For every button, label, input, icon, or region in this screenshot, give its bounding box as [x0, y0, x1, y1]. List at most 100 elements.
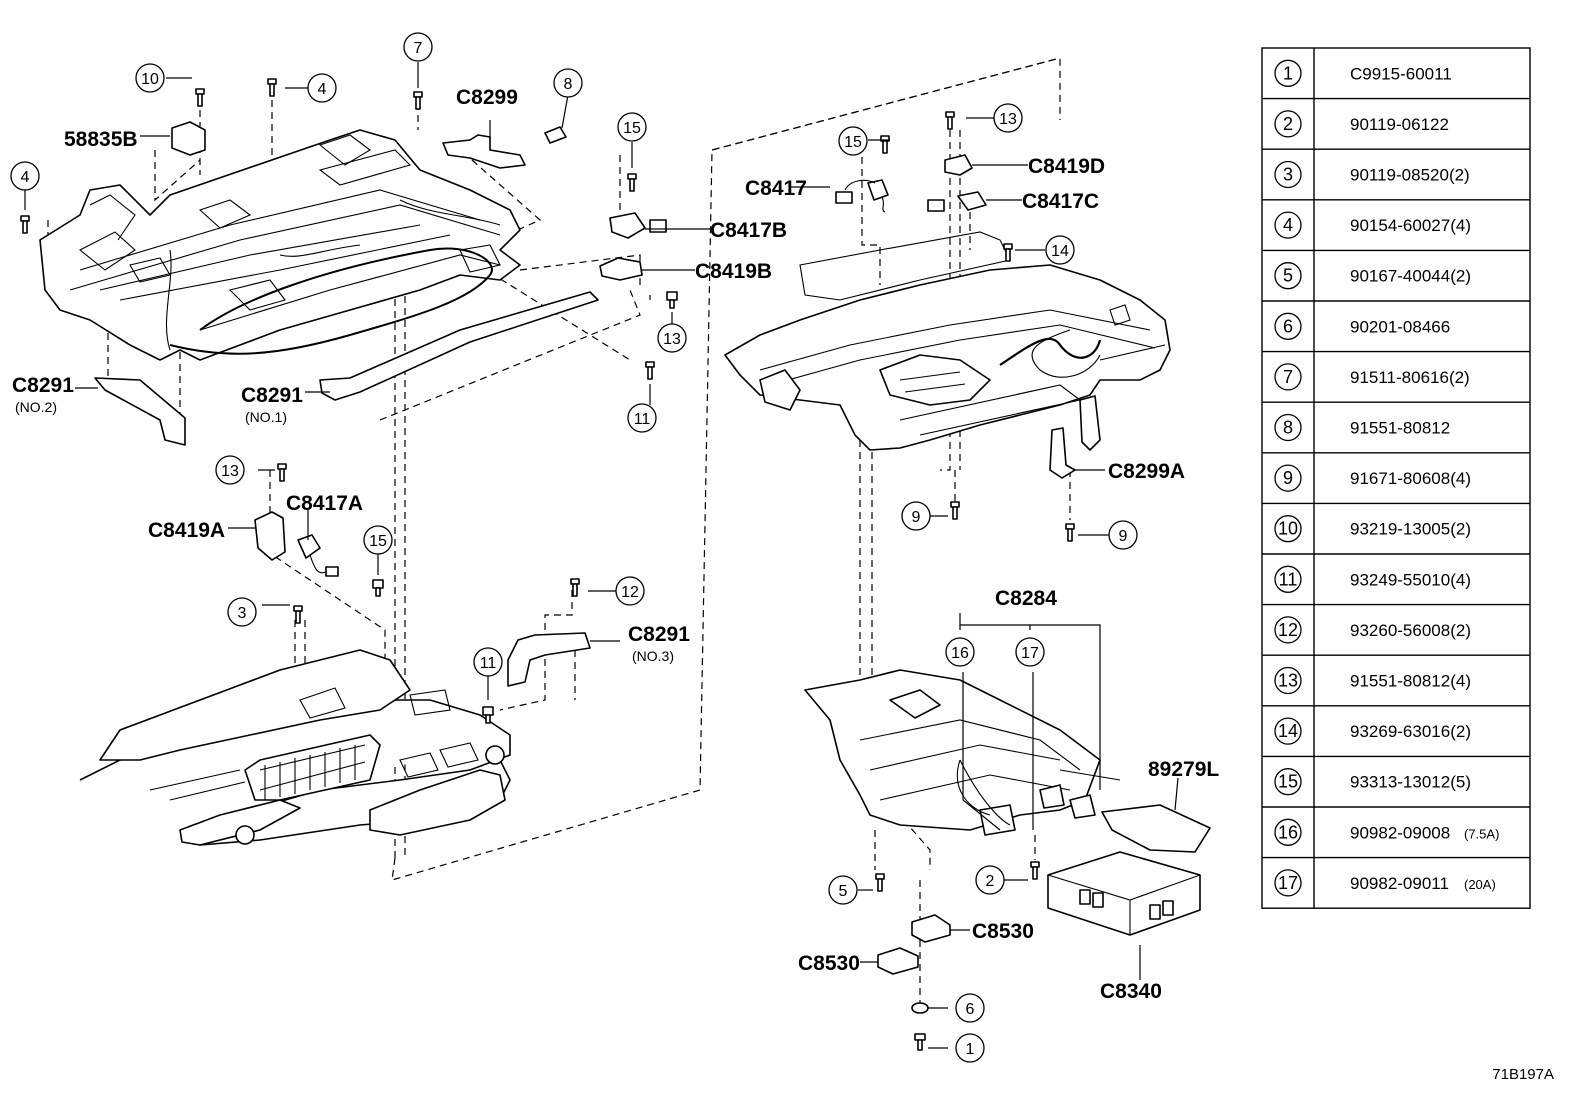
callout-c8417: C8417: [745, 177, 807, 200]
table-part-number: 90119-08520(2): [1350, 166, 1470, 185]
svg-text:4: 4: [318, 81, 327, 98]
right-lower-track: [804, 669, 1121, 836]
table-ref-number: 11: [1279, 569, 1298, 589]
bracket-c8419d: [944, 154, 973, 176]
callout-c8291-no2: C8291: [12, 374, 74, 397]
table-part-number: 91511-80616(2): [1350, 368, 1470, 387]
parts-table-row: 11 93249-55010(4): [1274, 565, 1471, 593]
svg-text:15: 15: [844, 134, 862, 151]
table-part-number: 93313-13012(5): [1350, 773, 1471, 792]
svg-text:14: 14: [1051, 243, 1069, 260]
ref-marker-4b: 4: [10, 161, 40, 191]
parts-table-border: [1261, 47, 1531, 909]
svg-text:13: 13: [221, 463, 239, 480]
table-ref-number: 15: [1278, 772, 1298, 792]
figure-code: 71B197A: [1492, 1066, 1554, 1083]
table-part-number: 91671-80608(4): [1350, 469, 1471, 488]
svg-text:7: 7: [414, 40, 423, 57]
callout-c8291-no2-sub: (NO.2): [15, 399, 57, 415]
ref-marker-16: 16: [945, 637, 975, 667]
callout-c8419b: C8419B: [695, 260, 772, 283]
ref-marker-13a: 13: [657, 323, 687, 353]
table-part-number: 90201-08466: [1350, 317, 1450, 336]
table-part-number: 90982-09008: [1350, 823, 1450, 842]
svg-text:15: 15: [623, 120, 641, 137]
ref-marker-13c: 13: [215, 455, 245, 485]
callout-c8340: C8340: [1100, 980, 1162, 1003]
connector-c8417-plug: [835, 191, 853, 204]
table-ref-circle: [1274, 59, 1302, 87]
table-ref-number: 10: [1278, 519, 1298, 539]
callout-c8530-upper: C8530: [972, 920, 1034, 943]
svg-text:5: 5: [839, 883, 848, 900]
callout-c8299a: C8299A: [1108, 460, 1185, 483]
callout-c8291-no1-sub: (NO.1): [245, 409, 287, 425]
svg-text:9: 9: [1119, 528, 1128, 545]
table-ref-number: 13: [1278, 671, 1298, 691]
svg-text:10: 10: [141, 71, 159, 88]
svg-text:4: 4: [21, 169, 30, 186]
table-ref-circle: [1274, 565, 1302, 593]
callout-58835b: 58835B: [64, 128, 138, 151]
callout-c8419d: C8419D: [1028, 155, 1105, 178]
parts-table-row: 13 91551-80812(4): [1274, 666, 1471, 695]
table-part-number: 93260-56008(2): [1350, 621, 1471, 640]
bracket-c8291-no3: [507, 632, 591, 687]
ecu-c8340: [1047, 851, 1201, 936]
table-fuse-rating: (20A): [1464, 877, 1496, 892]
callout-c8299: C8299: [456, 86, 518, 109]
callout-c8291-no3-sub: (NO.3): [632, 648, 674, 664]
clip-58835b: [171, 121, 206, 156]
table-part-number: 93249-55010(4): [1350, 570, 1471, 589]
ref-marker-9b: 9: [1108, 520, 1138, 550]
svg-text:9: 9: [912, 509, 921, 526]
connector-c8417: [867, 179, 889, 201]
callout-89279l: 89279L: [1148, 758, 1219, 781]
ref-marker-1: 1: [955, 1033, 985, 1063]
table-part-number: 91551-80812(4): [1350, 672, 1471, 691]
callout-c8417a: C8417A: [286, 492, 363, 515]
callout-c8419a: C8419A: [148, 519, 225, 542]
ref-marker-3: 3: [227, 597, 257, 627]
connector-c8417b: [609, 212, 646, 239]
ref-marker-10: 10: [135, 63, 165, 93]
svg-text:11: 11: [480, 655, 497, 672]
connector-c8417c: [957, 191, 987, 211]
ref-marker-13b: 13: [993, 103, 1023, 133]
ref-marker-15b: 15: [838, 126, 868, 156]
svg-text:3: 3: [238, 605, 247, 622]
leader-lines: [24, 62, 1179, 1049]
connector-c8417a: [297, 534, 321, 559]
ref-marker-15c: 15: [363, 525, 393, 555]
table-part-number: 91551-80812: [1350, 419, 1450, 438]
table-ref-circle: [1274, 110, 1302, 138]
ref-marker-17: 17: [1015, 637, 1045, 667]
right-seat-frame: [724, 231, 1171, 451]
callout-c8284: C8284: [995, 587, 1057, 610]
callout-c8417c: C8417C: [1022, 190, 1099, 213]
table-ref-circle: [1274, 717, 1302, 745]
table-ref-circle: [1274, 666, 1302, 695]
parts-table-row: 3 90119-08520(2): [1274, 160, 1470, 189]
table-ref-number: 3: [1283, 165, 1293, 185]
table-ref-number: 17: [1278, 873, 1298, 893]
bracket-c8419a: [254, 511, 286, 561]
callout-c8291-no1: C8291: [241, 384, 303, 407]
table-part-number: 93219-13005(2): [1350, 520, 1471, 539]
table-ref-circle: [1274, 312, 1302, 340]
connector-c8417b-plug: [649, 219, 667, 233]
table-part-number: 90154-60027(4): [1350, 216, 1471, 235]
svg-text:6: 6: [966, 1001, 975, 1018]
parts-table-row: 15 93313-13012(5): [1274, 768, 1471, 796]
bracket-c8419b: [599, 257, 643, 281]
